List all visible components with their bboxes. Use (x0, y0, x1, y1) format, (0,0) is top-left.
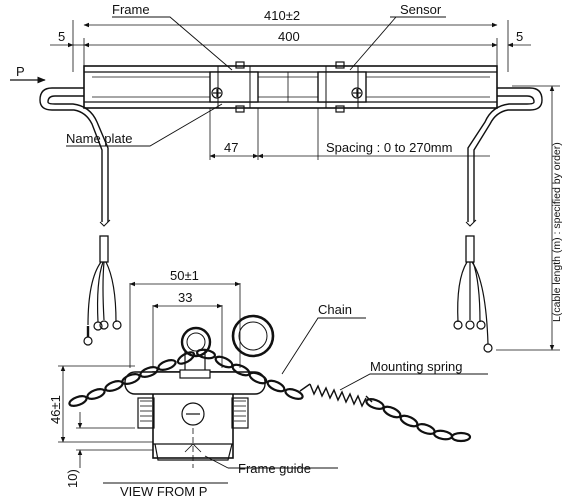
p-marker-label: P (16, 64, 25, 79)
cable-length-dim: L(cable length (m) : specified by order) (551, 142, 563, 322)
mounting-spring-label: Mounting spring (370, 359, 463, 374)
view-from-p-label: VIEW FROM P (120, 484, 207, 497)
side-inner-width-dim: 33 (178, 290, 192, 305)
chain (68, 348, 472, 443)
side-view (58, 281, 488, 484)
sensor-width-dim: 47 (224, 140, 238, 155)
frame-label: Frame (112, 2, 150, 17)
top-view (10, 16, 560, 353)
sensor-label: Sensor (400, 2, 442, 17)
overall-width-dim: 410±2 (264, 8, 300, 23)
left-margin-dim: 5 (58, 29, 65, 44)
name-plate-label: Name plate (66, 131, 132, 146)
right-margin-dim: 5 (516, 29, 523, 44)
spacing-dim: Spacing : 0 to 270mm (326, 140, 452, 155)
chain-label: Chain (318, 302, 352, 317)
side-width-dim: 50±1 (170, 268, 199, 283)
height-dim: 46±1 (48, 395, 63, 424)
frame-guide-label: Frame guide (238, 461, 311, 476)
inner-width-dim: 400 (278, 29, 300, 44)
bottom-dim: 10) (65, 469, 80, 488)
mounting-spring (299, 383, 373, 408)
